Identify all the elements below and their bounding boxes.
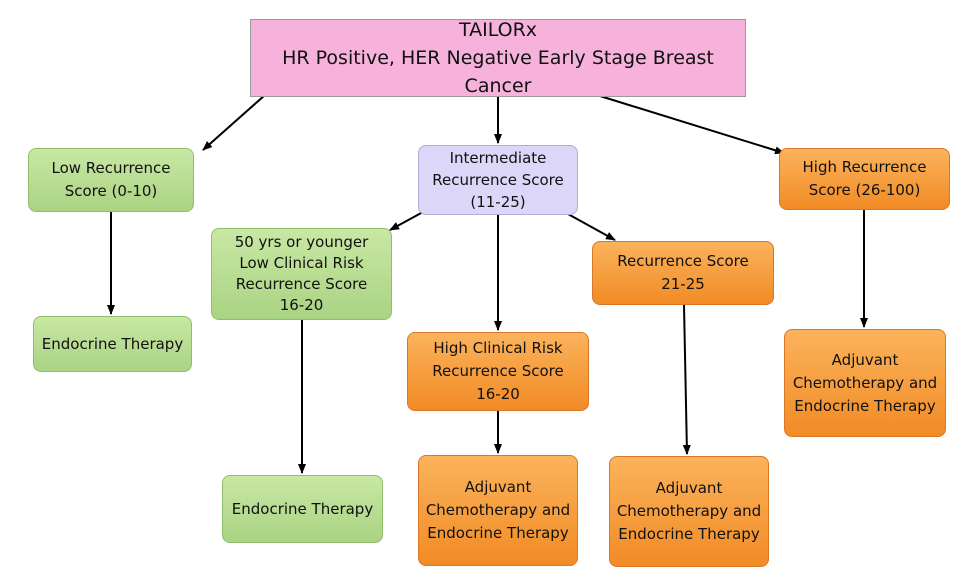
title-box: TAILORx HR Positive, HER Negative Early … — [250, 19, 746, 97]
arrow-title-to-low — [202, 94, 266, 151]
high-clinical-risk-box: High Clinical Risk Recurrence Score 16-2… — [407, 332, 589, 411]
adjuvant-chemo-endocrine-box-score-21-25: Adjuvant Chemotherapy and Endocrine Ther… — [609, 456, 769, 567]
arrow-title-to-high — [599, 95, 785, 155]
low-recurrence-score-box: Low Recurrence Score (0-10) — [28, 148, 194, 212]
intermediate-recurrence-score-box: Intermediate Recurrence Score (11-25) — [418, 145, 578, 215]
recurrence-score-21-25-box: Recurrence Score 21-25 — [592, 241, 774, 305]
young-low-clinical-risk-box: 50 yrs or younger Low Clinical Risk Recu… — [211, 228, 392, 320]
endocrine-therapy-box-young-low-risk: Endocrine Therapy — [222, 475, 383, 543]
arrow-intermediate-to-young-low-risk — [389, 211, 424, 231]
adjuvant-chemo-endocrine-box-high: Adjuvant Chemotherapy and Endocrine Ther… — [784, 329, 946, 437]
high-recurrence-score-box: High Recurrence Score (26-100) — [779, 148, 950, 210]
endocrine-therapy-box-low: Endocrine Therapy — [33, 316, 192, 372]
arrow-score-21-25-to-chemo — [682, 304, 691, 455]
adjuvant-chemo-endocrine-box-high-clinical-risk: Adjuvant Chemotherapy and Endocrine Ther… — [418, 455, 578, 566]
arrow-intermediate-to-score-21-25 — [567, 213, 616, 241]
